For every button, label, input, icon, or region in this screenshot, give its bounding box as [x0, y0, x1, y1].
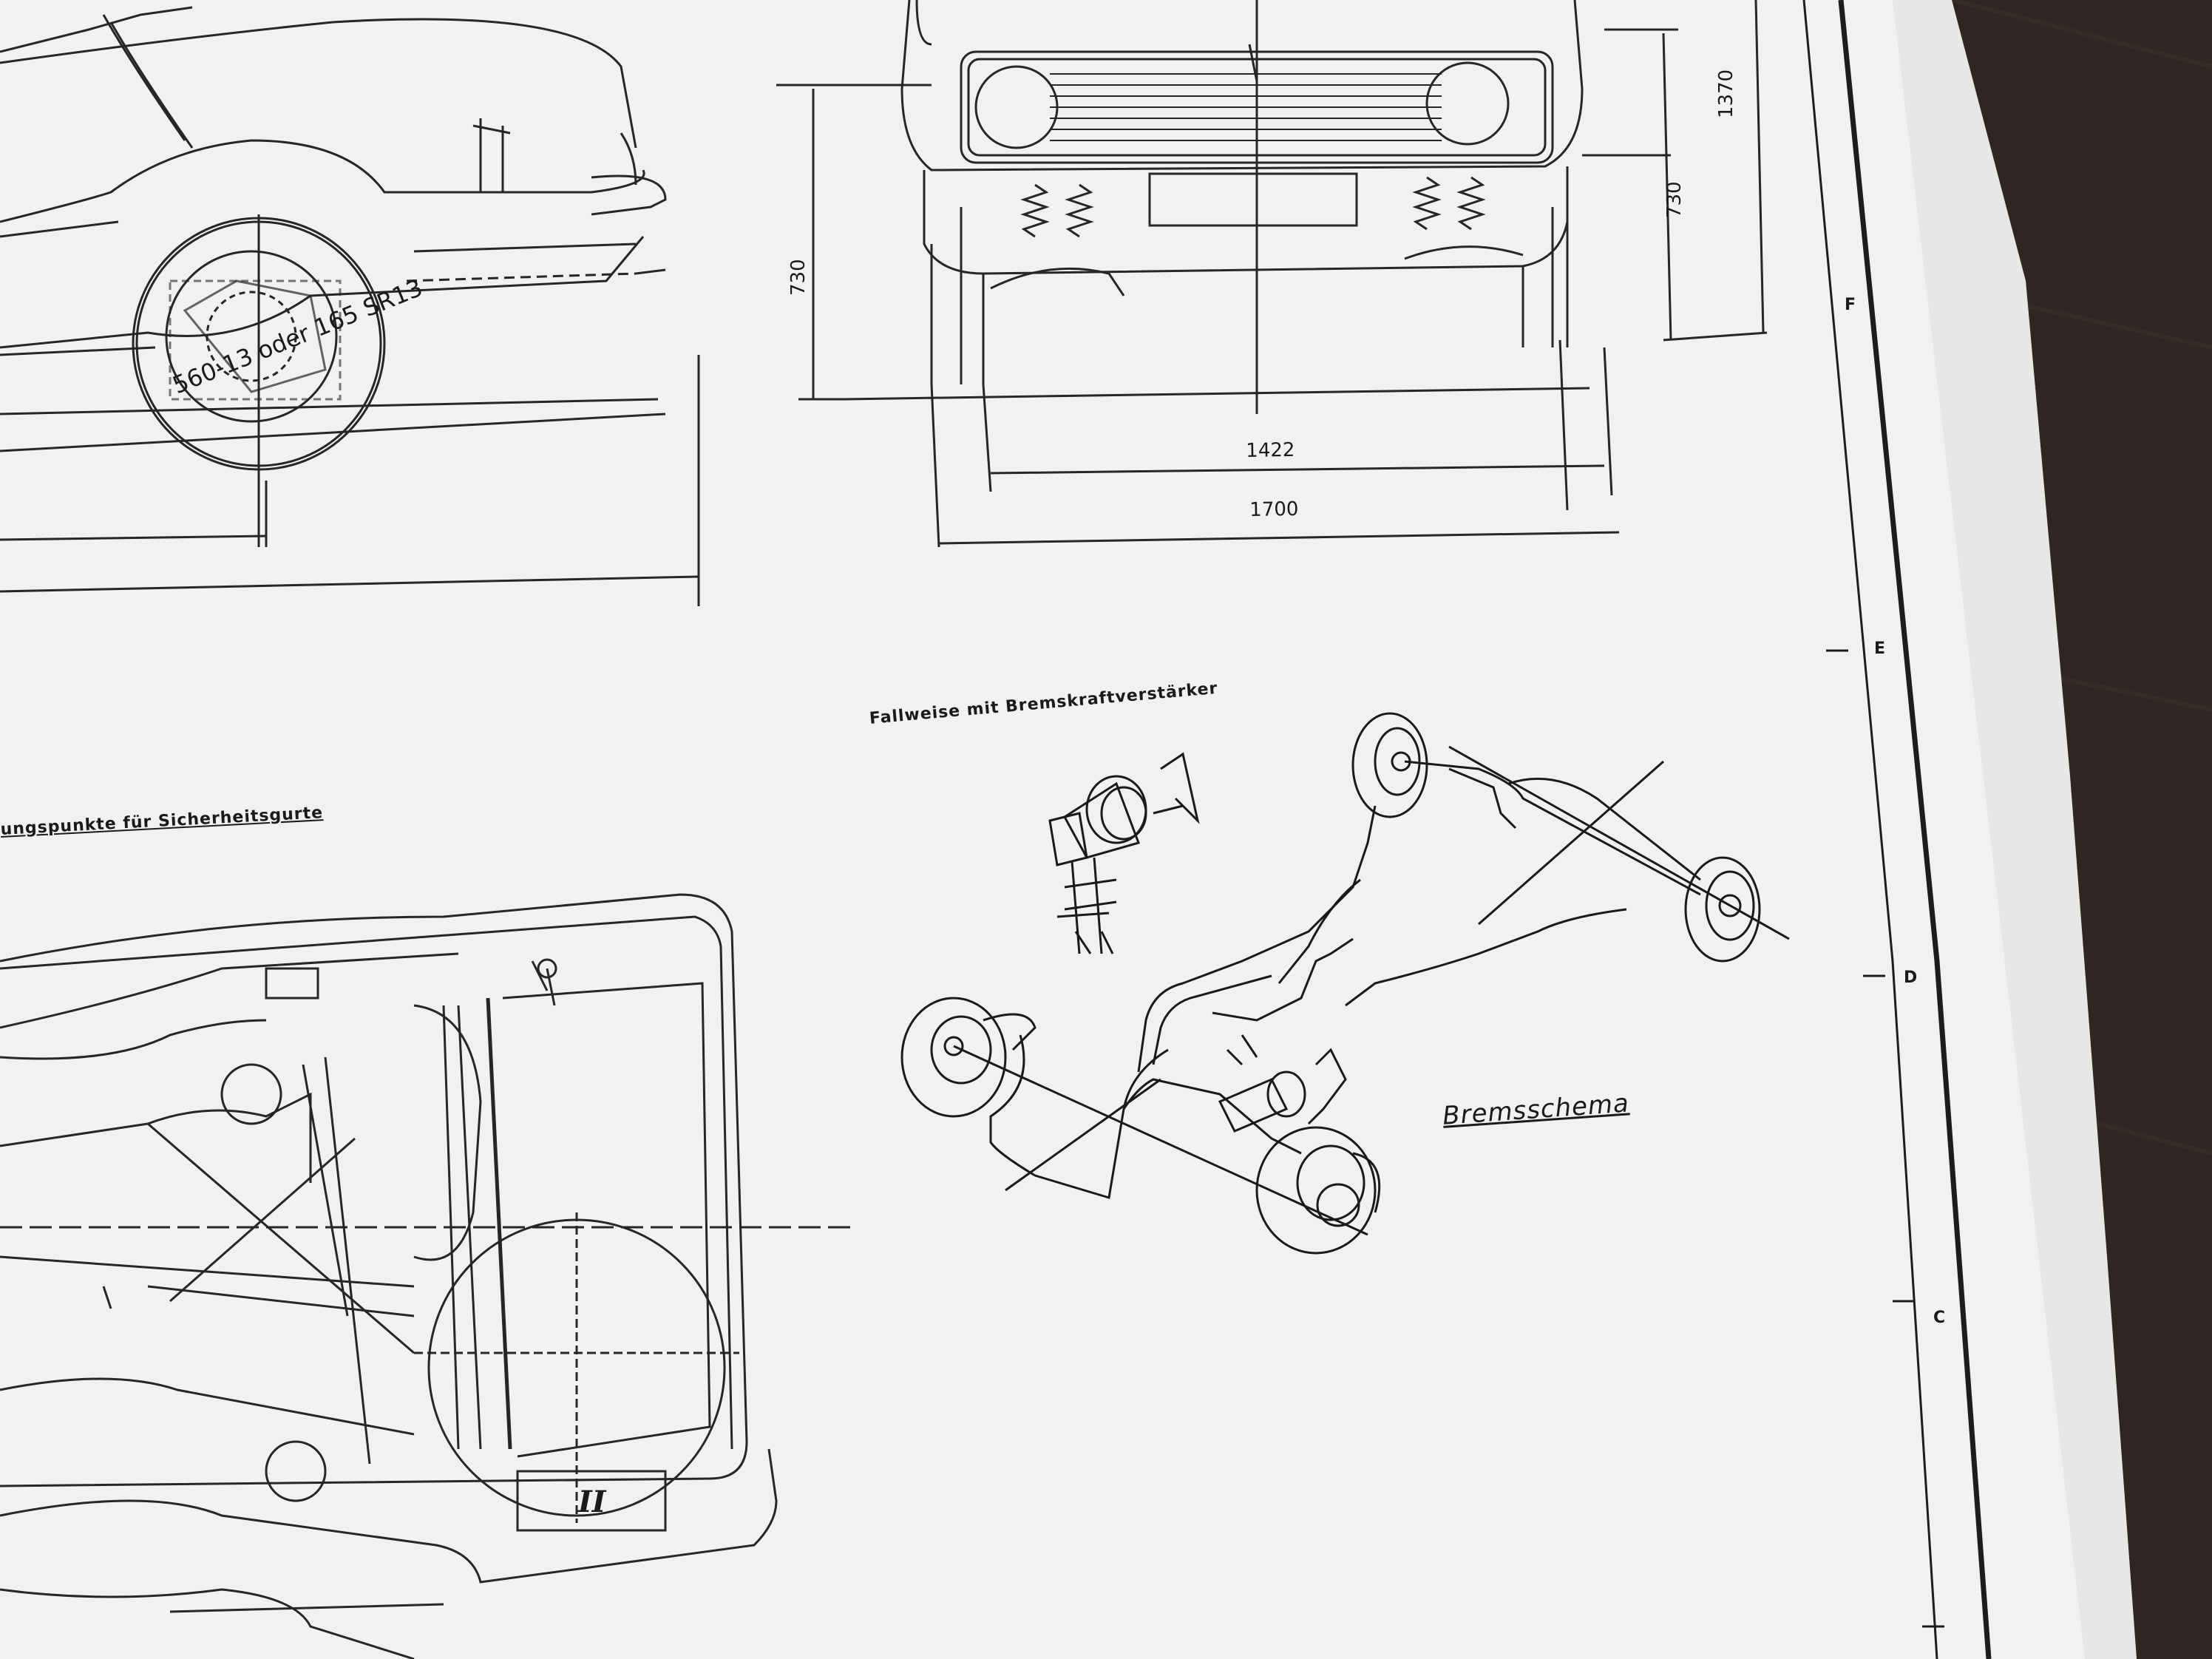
side-view-drawing — [0, 6, 700, 606]
paper-shadow-edge — [1893, 0, 2137, 1659]
roman-two-label: II — [578, 1485, 606, 1519]
front-view-drawing — [776, 0, 1768, 548]
dim-730-left: 730 — [787, 259, 810, 296]
underbody-drawing — [0, 893, 850, 1659]
brake-booster-drawing — [1048, 752, 1200, 954]
dim-730-right: 730 — [1663, 181, 1686, 218]
margin-mark-d: D — [1904, 968, 1918, 987]
margin-mark-e: E — [1874, 639, 1887, 658]
dim-1370: 1370 — [1715, 69, 1737, 118]
drawing-frame — [1802, 0, 1992, 1659]
dim-1422: 1422 — [1246, 438, 1295, 462]
margin-mark-f: F — [1845, 296, 1857, 314]
brake-schema-drawing — [900, 712, 1790, 1255]
margin-mark-c: C — [1933, 1309, 1947, 1327]
paper-sheet — [0, 0, 2137, 1659]
margin-ticks — [1826, 649, 1944, 1628]
dim-1700: 1700 — [1249, 498, 1299, 521]
